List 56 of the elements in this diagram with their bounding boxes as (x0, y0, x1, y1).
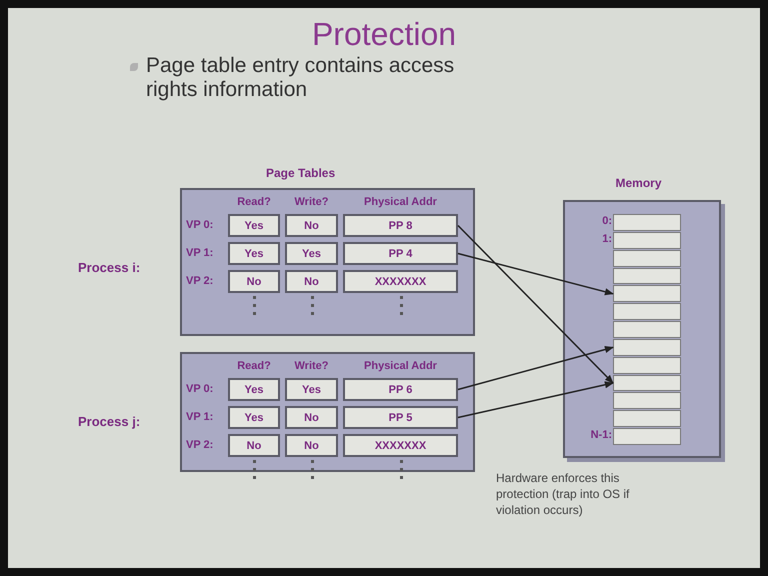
table-cell: No (228, 270, 280, 293)
table-cell: Yes (285, 242, 338, 265)
table-cell: XXXXXXX (343, 270, 458, 293)
table-cell: Yes (228, 378, 280, 401)
memory-slot (613, 410, 681, 428)
table-cell: No (285, 434, 338, 457)
memory-slot (613, 356, 681, 374)
table-cell: No (285, 214, 338, 237)
address-label: 0: (602, 215, 612, 227)
column-header: Read? (236, 196, 272, 208)
memory-slot (613, 214, 681, 231)
table-cell: Yes (228, 242, 280, 265)
table-cell: PP 6 (343, 378, 458, 401)
memory-slot (613, 232, 681, 249)
table-cell: PP 4 (343, 242, 458, 265)
process-label: Process j: (78, 414, 140, 429)
note-text: Hardware enforces this protection (trap into OS if violation occurs) (496, 470, 630, 518)
row-label: VP 0: (186, 219, 214, 231)
memory-slot (613, 428, 681, 445)
table-cell: No (285, 406, 338, 429)
slide-title: Protection (310, 16, 458, 53)
table-cell: Yes (228, 214, 280, 237)
row-label: VP 2: (186, 275, 214, 287)
table-cell: PP 8 (343, 214, 458, 237)
memory-slot (613, 338, 681, 356)
table-cell: PP 5 (343, 406, 458, 429)
table-cell: XXXXXXX (343, 434, 458, 457)
column-header: Physical Addr (363, 360, 438, 372)
column-header: Write? (293, 360, 330, 372)
memory-slot (613, 374, 681, 392)
arrow (457, 224, 614, 384)
table-cell: Yes (285, 378, 338, 401)
column-header: Write? (293, 196, 330, 208)
address-label: N-1: (590, 429, 612, 442)
memory-slot (613, 285, 681, 302)
memory-slot (613, 250, 681, 267)
panel-heading: Memory (614, 176, 662, 190)
page-table-panel (180, 188, 475, 336)
table-cell: Yes (228, 406, 280, 429)
memory-slot (613, 268, 681, 284)
table-cell: No (285, 270, 338, 293)
group-heading: Page Tables (266, 166, 336, 180)
row-label: VP 0: (186, 383, 214, 395)
row-label: VP 2: (186, 439, 214, 451)
memory-slot (613, 392, 681, 410)
table-cell: No (228, 434, 280, 457)
memory-slot (613, 321, 681, 338)
process-label: Process i: (78, 260, 140, 275)
column-header: Read? (236, 360, 272, 372)
row-label: VP 1: (186, 247, 214, 259)
memory-slot (613, 303, 681, 320)
arrow (458, 252, 614, 296)
row-label: VP 1: (186, 411, 214, 423)
address-label: 1: (602, 232, 612, 245)
bullet-text: Page table entry contains access rights information (146, 54, 456, 102)
column-header: Physical Addr (363, 196, 438, 208)
